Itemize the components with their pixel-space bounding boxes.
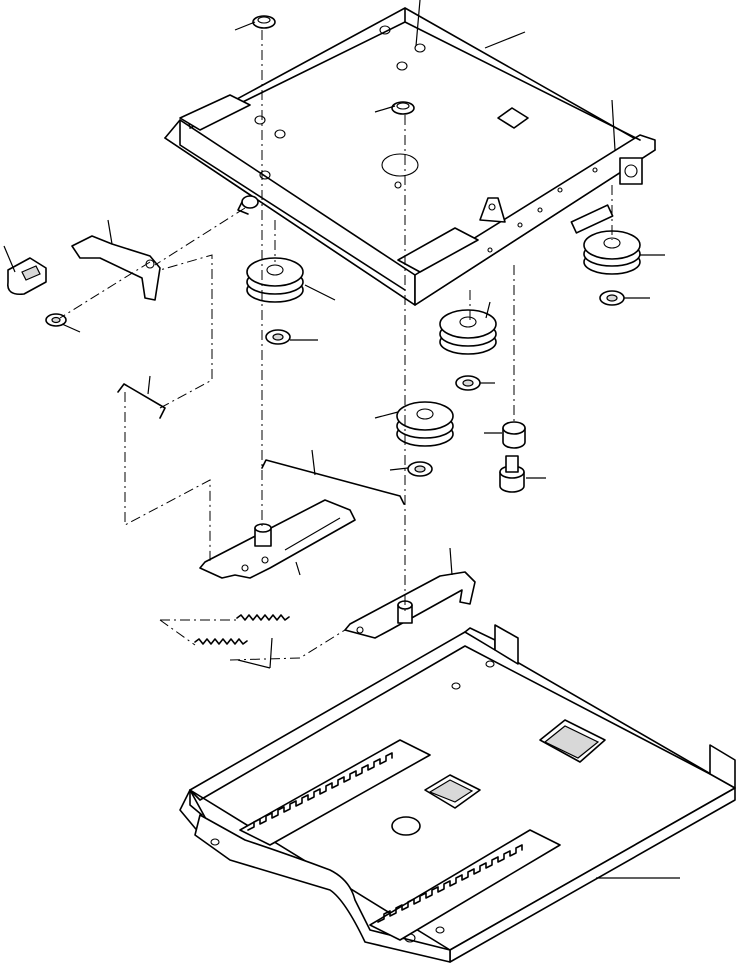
lock-washer <box>45 313 67 327</box>
connecting-wire <box>261 459 405 505</box>
release-lever <box>71 235 161 301</box>
return-spring-pair <box>194 614 290 645</box>
assembly-center-lines <box>59 30 613 661</box>
leader-lines <box>3 0 680 879</box>
roller-center <box>439 309 497 391</box>
screw-top-left <box>252 15 276 29</box>
link-rod <box>117 383 166 419</box>
lower-slide-base <box>179 624 736 963</box>
upper-seat-frame <box>164 7 656 306</box>
roller-left-front <box>246 257 304 345</box>
screw-center <box>391 101 415 115</box>
lever-knob <box>7 257 47 296</box>
bolt <box>499 455 525 493</box>
roller-left-rear <box>396 401 454 477</box>
left-latch-plate <box>199 499 356 579</box>
right-latch-plate <box>344 571 476 639</box>
spacer-bushing <box>502 421 526 449</box>
roller-right-rear <box>583 230 641 306</box>
